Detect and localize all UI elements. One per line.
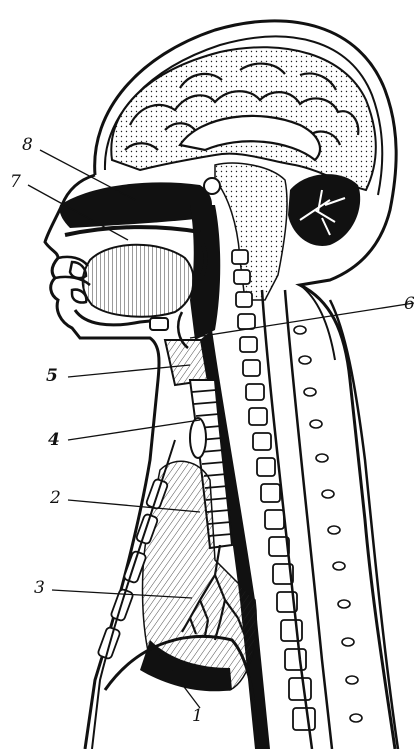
- brainstem: [215, 163, 287, 300]
- thyroid: [190, 418, 206, 458]
- label-8: 8: [22, 137, 33, 154]
- hard-palate: [65, 227, 200, 235]
- label-3: 3: [34, 580, 45, 597]
- label-6: 6: [404, 296, 414, 313]
- tongue: [83, 245, 194, 317]
- nasal-cavity: [59, 182, 211, 228]
- cerebellum: [288, 174, 360, 246]
- label-7: 7: [10, 174, 21, 191]
- label-4: 4: [48, 432, 60, 449]
- label-2: 2: [50, 490, 61, 507]
- label-5: 5: [46, 368, 58, 385]
- leader-4: [68, 420, 200, 440]
- hyoid: [150, 318, 168, 330]
- label-1: 1: [192, 708, 203, 725]
